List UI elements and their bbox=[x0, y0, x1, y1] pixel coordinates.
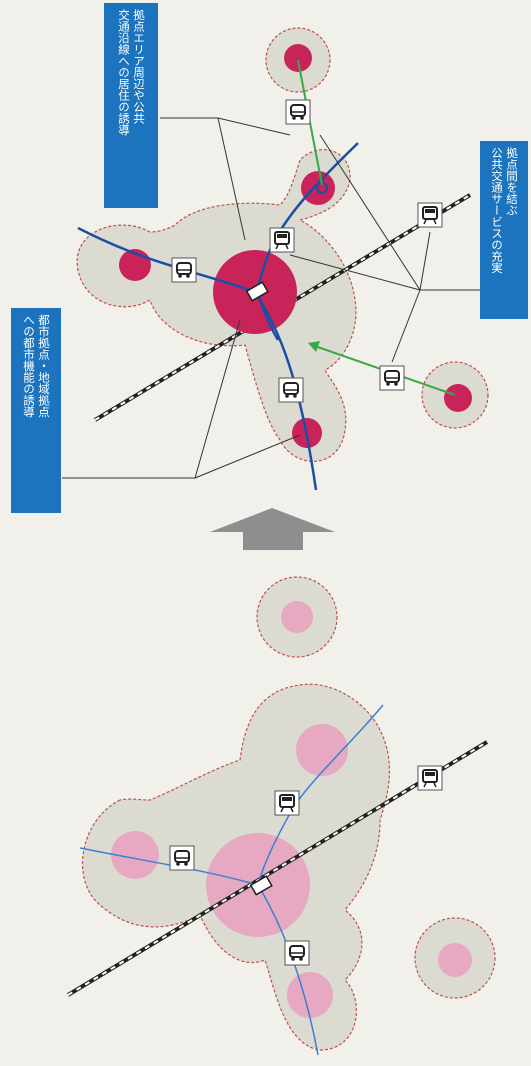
before-railway-ties bbox=[67, 741, 488, 996]
label-residence-line2: 交通沿線への居住の誘導 bbox=[117, 9, 131, 136]
before-train-icon-right bbox=[417, 765, 443, 791]
leader-lines bbox=[62, 117, 480, 479]
before-hub-right bbox=[438, 943, 472, 977]
before-diagram bbox=[66, 576, 496, 1056]
before-hub-top bbox=[281, 601, 313, 633]
before-bus-icon-lower bbox=[284, 940, 310, 966]
after-hub-right bbox=[444, 384, 472, 412]
before-hub-upper bbox=[296, 724, 348, 776]
label-transport: 拠点間を結ぶ 公共交通サービスの充実 bbox=[480, 141, 528, 319]
after-bus-icon-left bbox=[171, 257, 197, 283]
after-bus-icon-right bbox=[379, 365, 405, 391]
after-bus-icon-lower bbox=[278, 377, 304, 403]
label-residence-line1: 拠点エリア周辺や公共 bbox=[132, 9, 146, 124]
after-train-icon-right bbox=[417, 202, 443, 228]
after-feeder-arrowhead bbox=[308, 341, 320, 352]
after-diagram bbox=[62, 27, 489, 491]
after-railway-ties bbox=[94, 194, 471, 421]
after-train-icon-center bbox=[269, 227, 295, 253]
label-transport-line2: 公共交通サービスの充実 bbox=[490, 147, 504, 274]
label-urban-functions-line2: への都市機能の誘導 bbox=[22, 314, 36, 418]
before-station-icon bbox=[249, 875, 273, 896]
label-residence: 拠点エリア周辺や公共 交通沿線への居住の誘導 bbox=[104, 3, 158, 208]
before-hub-lower bbox=[287, 972, 333, 1018]
after-bus-icon-top bbox=[285, 99, 311, 125]
after-hub-top bbox=[284, 44, 312, 72]
after-transit-line-b bbox=[256, 142, 359, 341]
after-station-icon bbox=[245, 281, 269, 302]
before-bus-icon-left bbox=[169, 845, 195, 871]
before-train-icon-center bbox=[274, 790, 300, 816]
label-urban-functions: 都市拠点・地域拠点 への都市機能の誘導 bbox=[11, 308, 61, 513]
label-transport-line1: 拠点間を結ぶ bbox=[505, 147, 519, 216]
before-hub-left bbox=[111, 831, 159, 879]
label-urban-functions-line1: 都市拠点・地域拠点 bbox=[37, 314, 51, 418]
up-arrow-icon bbox=[210, 508, 335, 550]
